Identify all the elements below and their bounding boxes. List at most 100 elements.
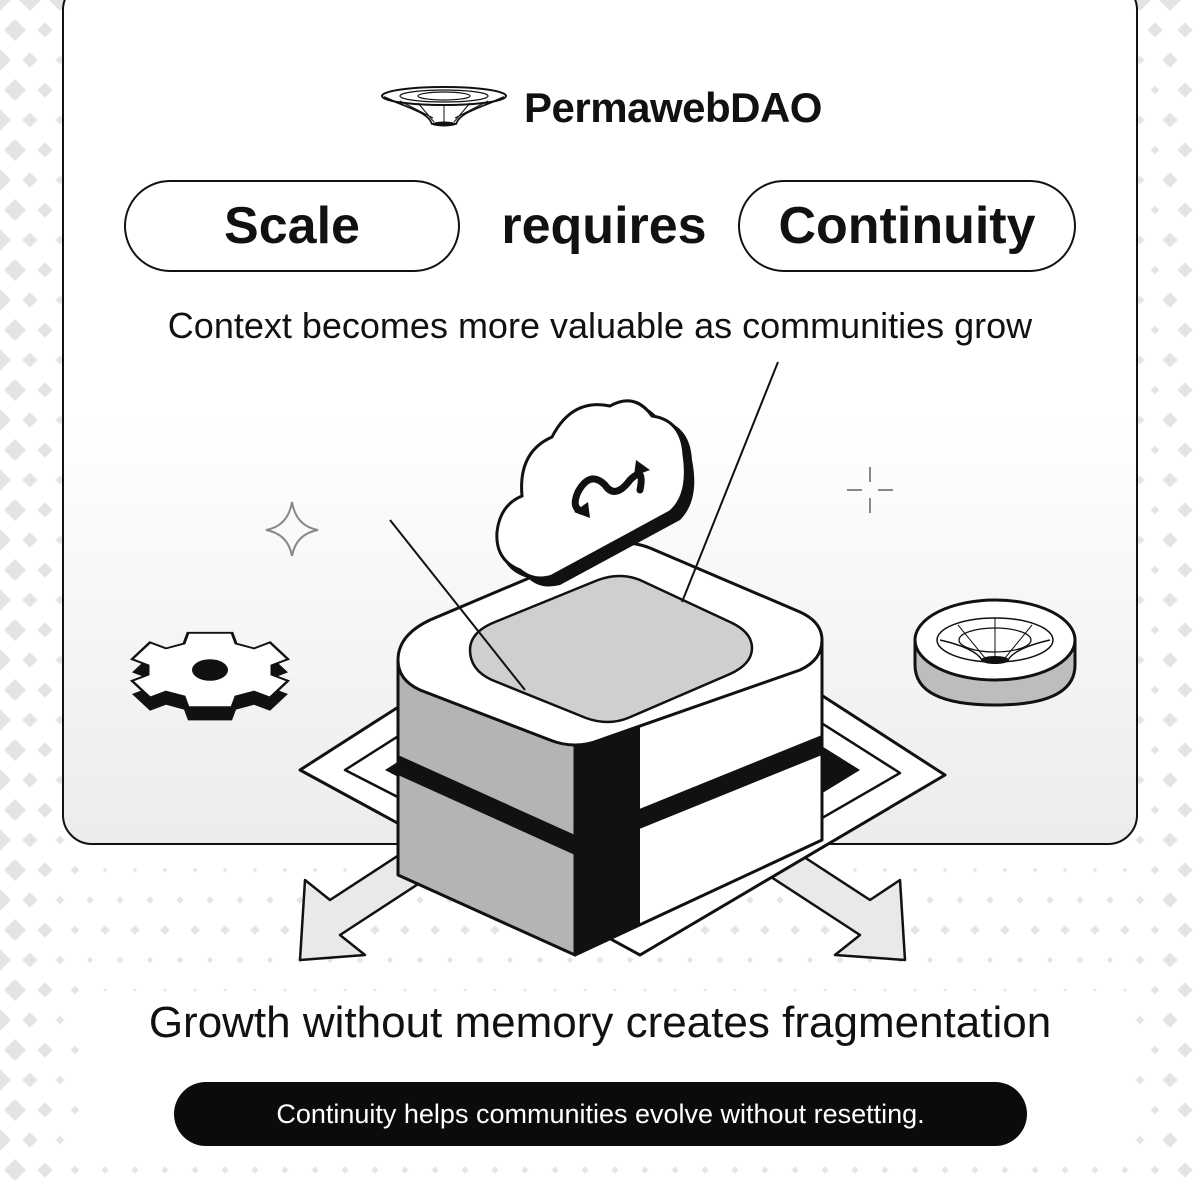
pattern-diamond xyxy=(1150,985,1160,995)
pattern-diamond xyxy=(280,925,290,935)
pattern-diamond xyxy=(4,739,26,761)
pattern-diamond xyxy=(1016,956,1024,964)
pattern-diamond xyxy=(0,469,11,491)
pattern-diamond xyxy=(130,925,140,935)
pattern-diamond xyxy=(1135,355,1145,365)
pattern-diamond xyxy=(1003,988,1007,992)
scale-pill: Scale xyxy=(124,180,460,272)
pattern-diamond xyxy=(1090,925,1100,935)
pattern-diamond xyxy=(611,1166,619,1174)
pattern-diamond xyxy=(37,682,53,698)
pattern-diamond xyxy=(1177,1042,1193,1058)
pattern-diamond xyxy=(22,652,38,668)
pattern-diamond xyxy=(311,1166,319,1174)
pattern-diamond xyxy=(220,925,230,935)
pattern-diamond xyxy=(4,1099,26,1121)
pattern-diamond xyxy=(191,1166,199,1174)
pattern-diamond xyxy=(22,52,38,68)
pattern-diamond xyxy=(161,1166,169,1174)
pattern-diamond xyxy=(296,896,304,904)
pattern-diamond xyxy=(1121,1166,1129,1174)
pattern-diamond xyxy=(973,988,977,992)
pattern-diamond xyxy=(1000,925,1010,935)
pattern-diamond xyxy=(1135,535,1145,545)
funnel-coin-icon xyxy=(913,598,1077,707)
pattern-diamond xyxy=(102,867,108,873)
pattern-diamond xyxy=(1150,1105,1160,1115)
pattern-diamond xyxy=(1177,802,1193,818)
pattern-diamond xyxy=(22,772,38,788)
pattern-diamond xyxy=(746,956,754,964)
pattern-diamond xyxy=(1177,142,1193,158)
pattern-diamond xyxy=(1177,202,1193,218)
pattern-diamond xyxy=(1159,0,1181,11)
pattern-diamond xyxy=(0,949,11,971)
pattern-diamond xyxy=(1177,322,1193,338)
crosshair-icon xyxy=(847,467,893,513)
pattern-diamond xyxy=(37,1162,53,1178)
pattern-diamond xyxy=(343,988,347,992)
requires-word: requires xyxy=(501,197,707,255)
pattern-diamond xyxy=(222,867,228,873)
pattern-diamond xyxy=(4,19,26,41)
pattern-diamond xyxy=(252,867,258,873)
pattern-diamond xyxy=(55,115,65,125)
pattern-diamond xyxy=(55,1015,65,1025)
pattern-diamond xyxy=(882,867,888,873)
pattern-diamond xyxy=(431,1166,439,1174)
pattern-diamond xyxy=(55,295,65,305)
pattern-diamond xyxy=(1150,925,1160,935)
pattern-diamond xyxy=(820,925,830,935)
pattern-diamond xyxy=(1135,115,1145,125)
pattern-diamond xyxy=(943,988,947,992)
pattern-diamond xyxy=(461,1166,469,1174)
pattern-diamond xyxy=(416,956,424,964)
pattern-diamond xyxy=(731,1166,739,1174)
pattern-diamond xyxy=(836,956,844,964)
pattern-diamond xyxy=(1150,805,1160,815)
pattern-diamond xyxy=(86,896,94,904)
pattern-diamond xyxy=(55,895,65,905)
pattern-diamond xyxy=(1162,712,1178,728)
pattern-diamond xyxy=(551,1166,559,1174)
pattern-diamond xyxy=(4,799,26,821)
pattern-diamond xyxy=(1162,592,1178,608)
pattern-diamond xyxy=(206,956,214,964)
pattern-diamond xyxy=(1162,532,1178,548)
pattern-diamond xyxy=(37,1042,53,1058)
pattern-diamond xyxy=(641,1166,649,1174)
pattern-diamond xyxy=(703,988,707,992)
pattern-diamond xyxy=(22,832,38,848)
pattern-diamond xyxy=(4,859,26,881)
pattern-diamond xyxy=(673,988,677,992)
pattern-diamond xyxy=(221,1166,229,1174)
pattern-diamond xyxy=(1135,1135,1145,1145)
pattern-diamond xyxy=(656,956,664,964)
pattern-diamond xyxy=(133,988,137,992)
pattern-diamond xyxy=(506,956,514,964)
pattern-diamond xyxy=(4,439,26,461)
pattern-diamond xyxy=(131,1166,139,1174)
pattern-diamond xyxy=(1177,502,1193,518)
pattern-diamond xyxy=(55,955,65,965)
pattern-diamond xyxy=(37,982,53,998)
pattern-diamond xyxy=(523,988,527,992)
storage-block-icon xyxy=(396,541,824,957)
pattern-diamond xyxy=(1135,415,1145,425)
pattern-diamond xyxy=(403,988,407,992)
pattern-diamond xyxy=(1162,412,1178,428)
pattern-diamond xyxy=(22,412,38,428)
pattern-diamond xyxy=(4,379,26,401)
pattern-diamond xyxy=(371,1166,379,1174)
tagline-pill: Continuity helps communities evolve with… xyxy=(174,1082,1027,1146)
pattern-diamond xyxy=(1150,625,1160,635)
subtitle: Context becomes more valuable as communi… xyxy=(167,305,1033,346)
cloud-infinity-icon xyxy=(495,399,695,587)
pattern-diamond xyxy=(1135,955,1145,965)
pattern-diamond xyxy=(1030,925,1040,935)
pattern-diamond xyxy=(70,925,80,935)
bottom-heading: Growth without memory creates fragmentat… xyxy=(148,998,1052,1047)
pattern-diamond xyxy=(1046,956,1054,964)
pattern-diamond xyxy=(1135,895,1145,905)
pattern-diamond xyxy=(913,988,917,992)
